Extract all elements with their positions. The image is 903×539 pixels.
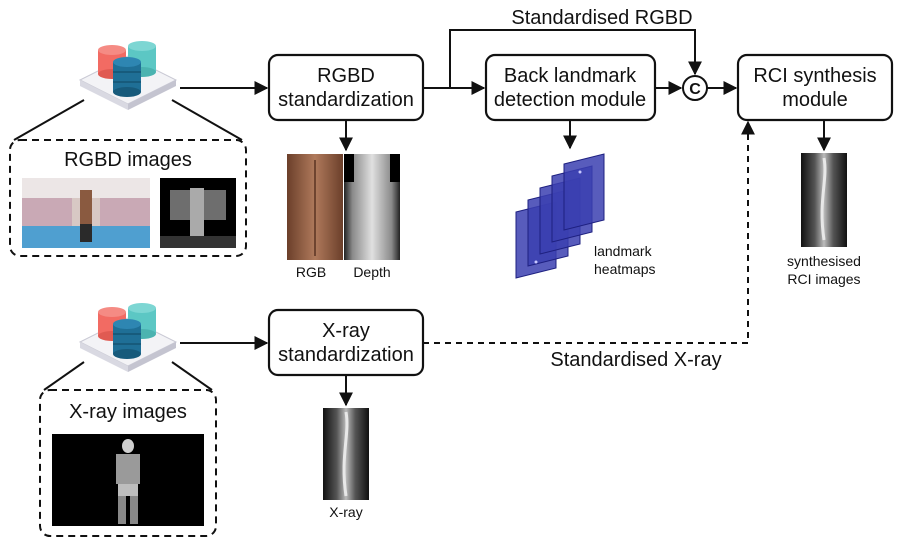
xray-std-line2: standardization xyxy=(278,344,414,366)
rgbd-database-icon xyxy=(78,41,178,110)
rgbd-photo-thumbnail xyxy=(22,178,150,248)
synth-caption-line2: RCI images xyxy=(787,271,860,287)
xray-database-icon xyxy=(78,303,178,372)
concat-symbol: C xyxy=(689,81,701,98)
rgbd-images-label: RGBD images xyxy=(64,149,192,171)
back-landmark-line2: detection module xyxy=(494,89,646,111)
rgb-caption: RGB xyxy=(296,264,326,280)
synth-caption-line1: synthesised xyxy=(787,253,861,269)
xray-caption: X-ray xyxy=(329,504,362,520)
depth-thumbnail xyxy=(160,178,236,248)
xray-std-line1: X-ray xyxy=(322,320,370,342)
heatmaps-caption-line2: heatmaps xyxy=(594,261,655,277)
rgbd-std-line1: RGBD xyxy=(317,65,375,87)
standardised-xray-label: Standardised X-ray xyxy=(550,349,721,371)
xray-images-panel xyxy=(39,389,217,537)
rgb-back-image xyxy=(287,154,343,260)
rgbd-images-panel xyxy=(9,139,247,257)
heatmaps-caption-line1: landmark xyxy=(594,243,653,259)
rgbd-std-line2: standardization xyxy=(278,89,414,111)
rci-synthesis-box xyxy=(736,53,894,122)
xray-full-body-thumbnail xyxy=(52,434,204,526)
landmark-heatmaps-stack xyxy=(515,153,605,279)
back-landmark-line1: Back landmark xyxy=(504,65,637,87)
rci-synth-line1: RCI synthesis xyxy=(753,65,876,87)
standardised-xray-image xyxy=(323,408,369,500)
synthesised-rci-image xyxy=(801,153,847,247)
depth-back-image xyxy=(344,154,400,260)
xray-images-label: X-ray images xyxy=(69,401,187,423)
depth-caption: Depth xyxy=(353,264,390,280)
rci-synth-line2: module xyxy=(782,89,848,111)
standardised-rgbd-label: Standardised RGBD xyxy=(511,7,692,29)
